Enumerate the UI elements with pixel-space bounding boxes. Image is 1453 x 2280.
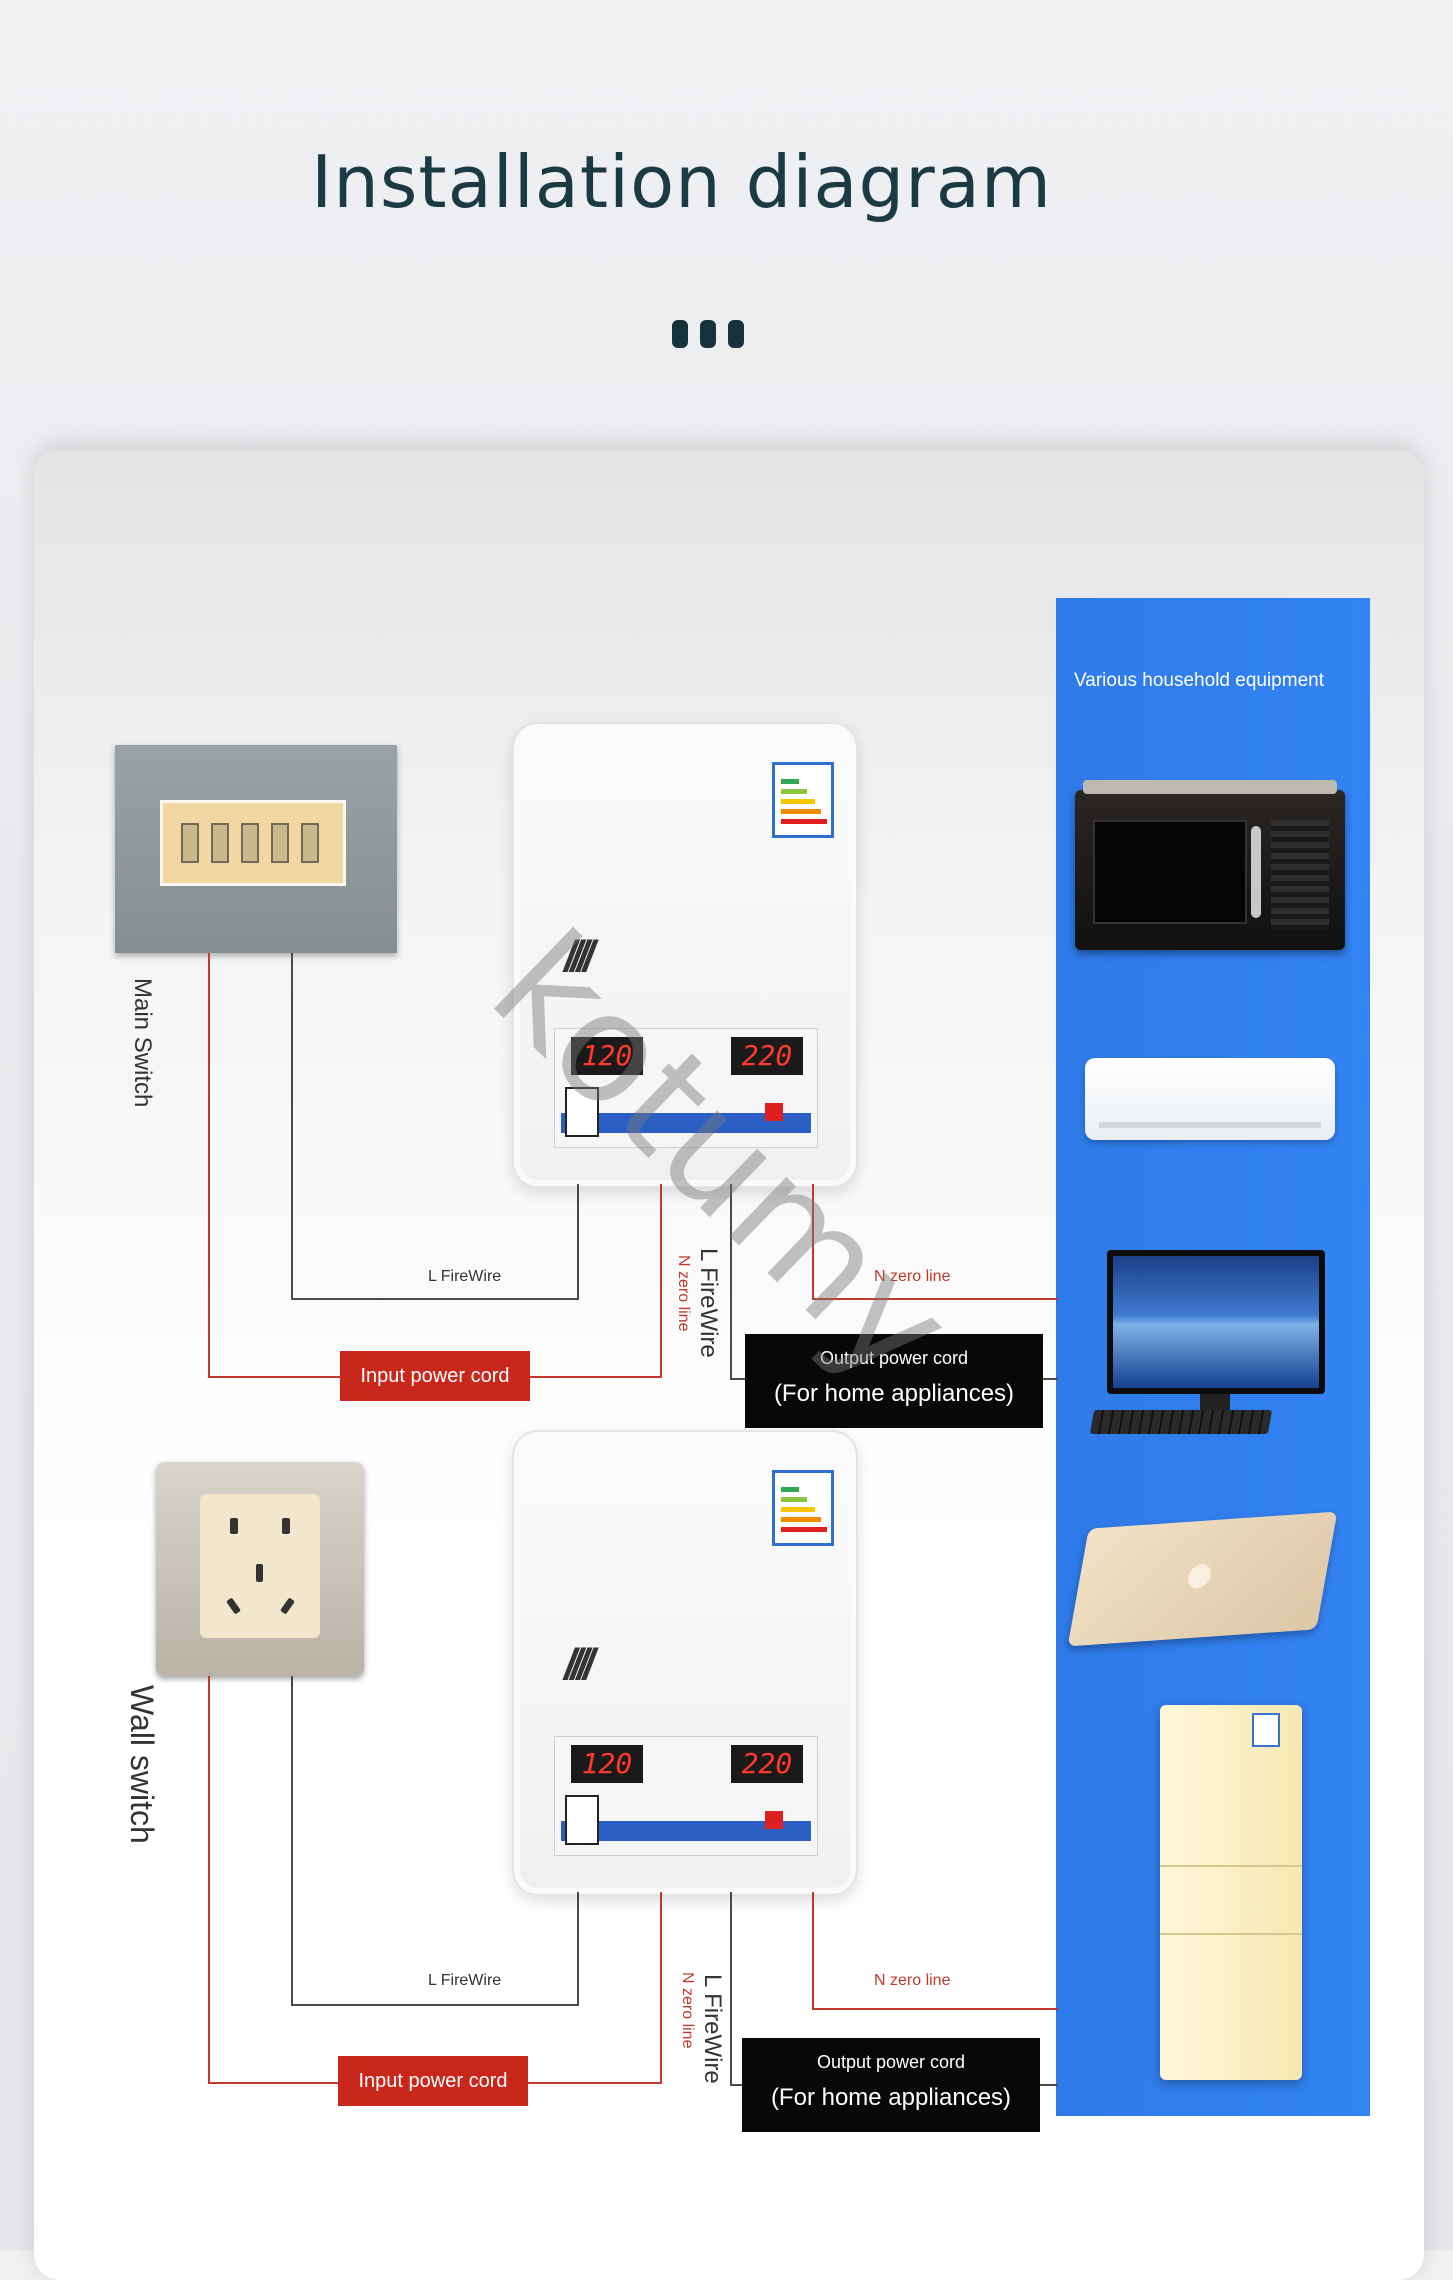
energy-label-icon [772,1470,834,1546]
l-firewire-vertical-label: L FireWire [699,1974,726,2084]
reset-button-icon [765,1103,783,1121]
home-appliances-label: (For home appliances) [773,1380,1015,1407]
output-power-cord-box: Output power cord (For home appliances) [742,2038,1040,2132]
output-power-cord-label: Output power cord [816,2052,966,2072]
decorative-dots [672,320,744,348]
n-zero-line-label: N zero line [874,1268,951,1285]
n-zero-line-label: N zero line [874,1972,951,1989]
microwave-icon [1075,780,1345,950]
main-switch-panel-icon [115,745,397,953]
air-conditioner-icon [1085,1058,1335,1140]
n-zero-vertical-label: N zero line [675,1255,692,1332]
laptop-icon [1067,1511,1338,1647]
regulator-control-panel: 120 220 [554,1736,818,1856]
input-power-cord-label: Input power cord [340,1351,530,1401]
computer-monitor-icon [1107,1250,1325,1394]
vent-slots-icon: //// [564,1640,595,1689]
keyboard-icon [1089,1410,1273,1434]
input-voltage-display: 120 [571,1037,643,1075]
output-power-cord-box: Output power cord (For home appliances) [745,1334,1043,1428]
input-voltage-display: 120 [571,1745,643,1783]
input-power-cord-label: Input power cord [338,2056,528,2106]
home-appliances-label: (For home appliances) [770,2084,1012,2111]
page-title: Installation diagram [310,140,1053,224]
output-voltage-display: 220 [731,1037,803,1075]
power-switch-icon [565,1087,599,1137]
equipment-title: Various household equipment [1074,670,1324,691]
l-firewire-label: L FireWire [428,1972,502,1989]
voltage-regulator-top: //// 120 220 [512,722,858,1188]
power-switch-icon [565,1795,599,1845]
main-switch-label: Main Switch [129,978,156,1108]
n-zero-vertical-label: N zero line [679,1972,696,2049]
refrigerator-icon [1160,1705,1302,2080]
output-voltage-display: 220 [731,1745,803,1783]
wall-socket-icon [156,1462,364,1676]
regulator-control-panel: 120 220 [554,1028,818,1148]
wall-switch-label: Wall switch [124,1685,160,1844]
monitor-stand-icon [1200,1394,1230,1414]
output-power-cord-label: Output power cord [819,1348,969,1368]
voltage-regulator-bottom: //// 120 220 [512,1430,858,1896]
energy-label-icon [772,762,834,838]
l-firewire-label: L FireWire [428,1268,502,1285]
reset-button-icon [765,1811,783,1829]
